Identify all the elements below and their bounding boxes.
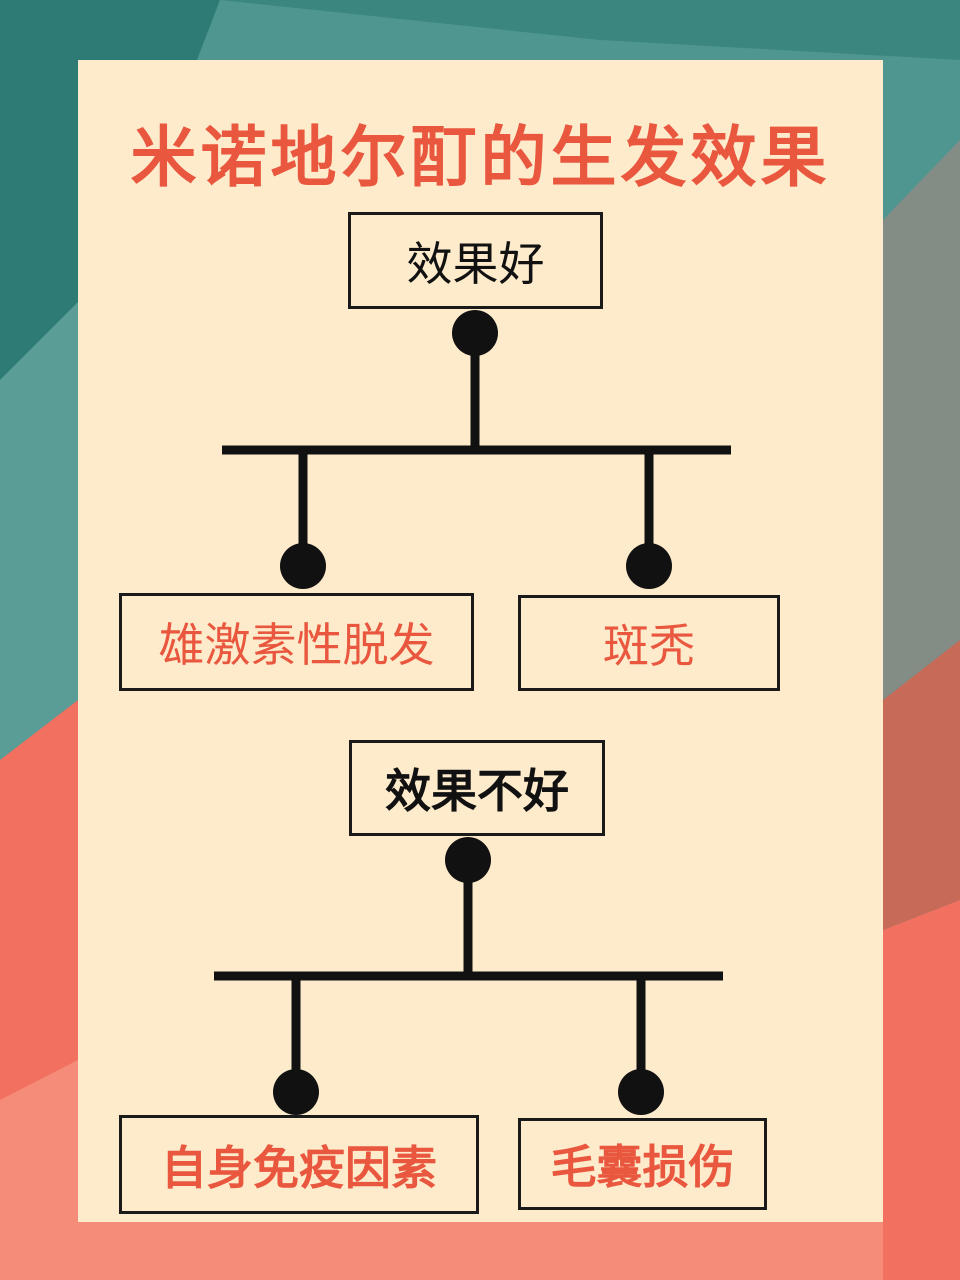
leaf-node-androgenetic-alopecia: 雄激素性脱发 <box>119 593 474 691</box>
content-card <box>78 60 883 1222</box>
root-node-good: 效果好 <box>348 212 603 309</box>
leaf-node-autoimmune-factors: 自身免疫因素 <box>119 1115 479 1214</box>
leaf-node-alopecia-areata: 斑秃 <box>518 595 780 691</box>
connector-group-1 <box>222 310 731 589</box>
leaf-node-follicle-damage: 毛囊损伤 <box>518 1118 767 1210</box>
diagram-title: 米诺地尔酊的生发效果 <box>130 119 831 196</box>
connector-group-2 <box>214 837 723 1115</box>
root-node-bad: 效果不好 <box>349 740 605 836</box>
